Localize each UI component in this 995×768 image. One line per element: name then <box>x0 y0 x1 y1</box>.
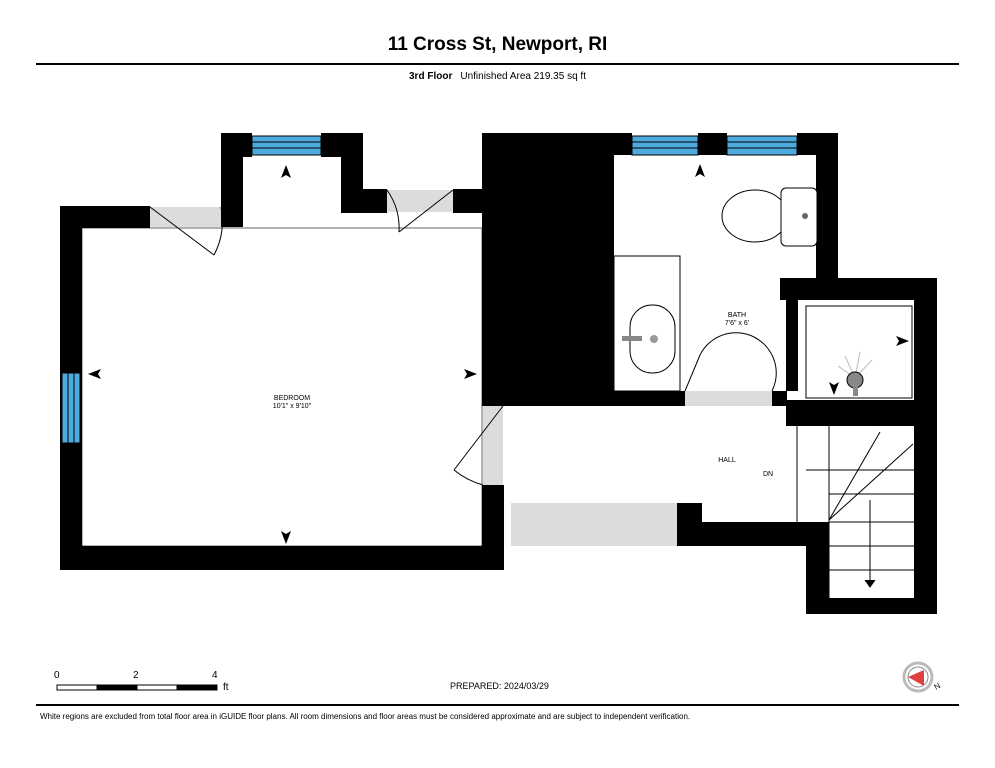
compass-icon: N <box>902 661 943 693</box>
bath-name: BATH <box>727 312 747 319</box>
svg-text:N: N <box>933 681 943 692</box>
scale-tick-2: 2 <box>133 670 139 681</box>
header-rule <box>36 63 959 65</box>
door-openings <box>150 190 772 546</box>
shower-icon <box>805 305 913 399</box>
page-title: 11 Cross St, Newport, RI <box>387 34 608 55</box>
disclaimer-text: White regions are excluded from total fl… <box>40 712 691 721</box>
bedroom-dims: 10'1" x 9'10" <box>272 403 312 410</box>
bedroom-windows <box>61 135 322 444</box>
sink-icon <box>613 255 681 392</box>
scale-tick-4: 4 <box>212 670 218 681</box>
scale-tick-0: 0 <box>54 670 60 681</box>
stairs <box>796 426 914 598</box>
scale-bar <box>56 684 218 691</box>
toilet-icon <box>721 187 818 247</box>
bath-walls <box>482 133 838 406</box>
scale-unit: ft <box>223 682 229 693</box>
floor-subtitle: 3rd Floor Unfinished Area 219.35 sq ft <box>0 71 995 82</box>
floor-area: Unfinished Area 219.35 sq ft <box>460 71 586 82</box>
closet-block <box>502 155 614 391</box>
prepared-date: PREPARED: 2024/03/29 <box>450 681 549 691</box>
bath-label: BATH 7'6" x 6' <box>712 312 762 328</box>
bedroom-name: BEDROOM <box>273 395 311 402</box>
shower-walls <box>780 278 937 614</box>
floor-name: 3rd Floor <box>409 71 453 82</box>
bedroom-label: BEDROOM 10'1" x 9'10" <box>262 395 322 411</box>
bath-dims: 7'6" x 6' <box>724 320 750 327</box>
view-markers <box>88 164 909 544</box>
stairs-down-label: DN <box>762 471 774 478</box>
hall-walls <box>677 503 937 614</box>
bath-windows <box>631 133 798 156</box>
hall-label: HALL <box>718 457 736 464</box>
door-swings <box>149 189 777 486</box>
